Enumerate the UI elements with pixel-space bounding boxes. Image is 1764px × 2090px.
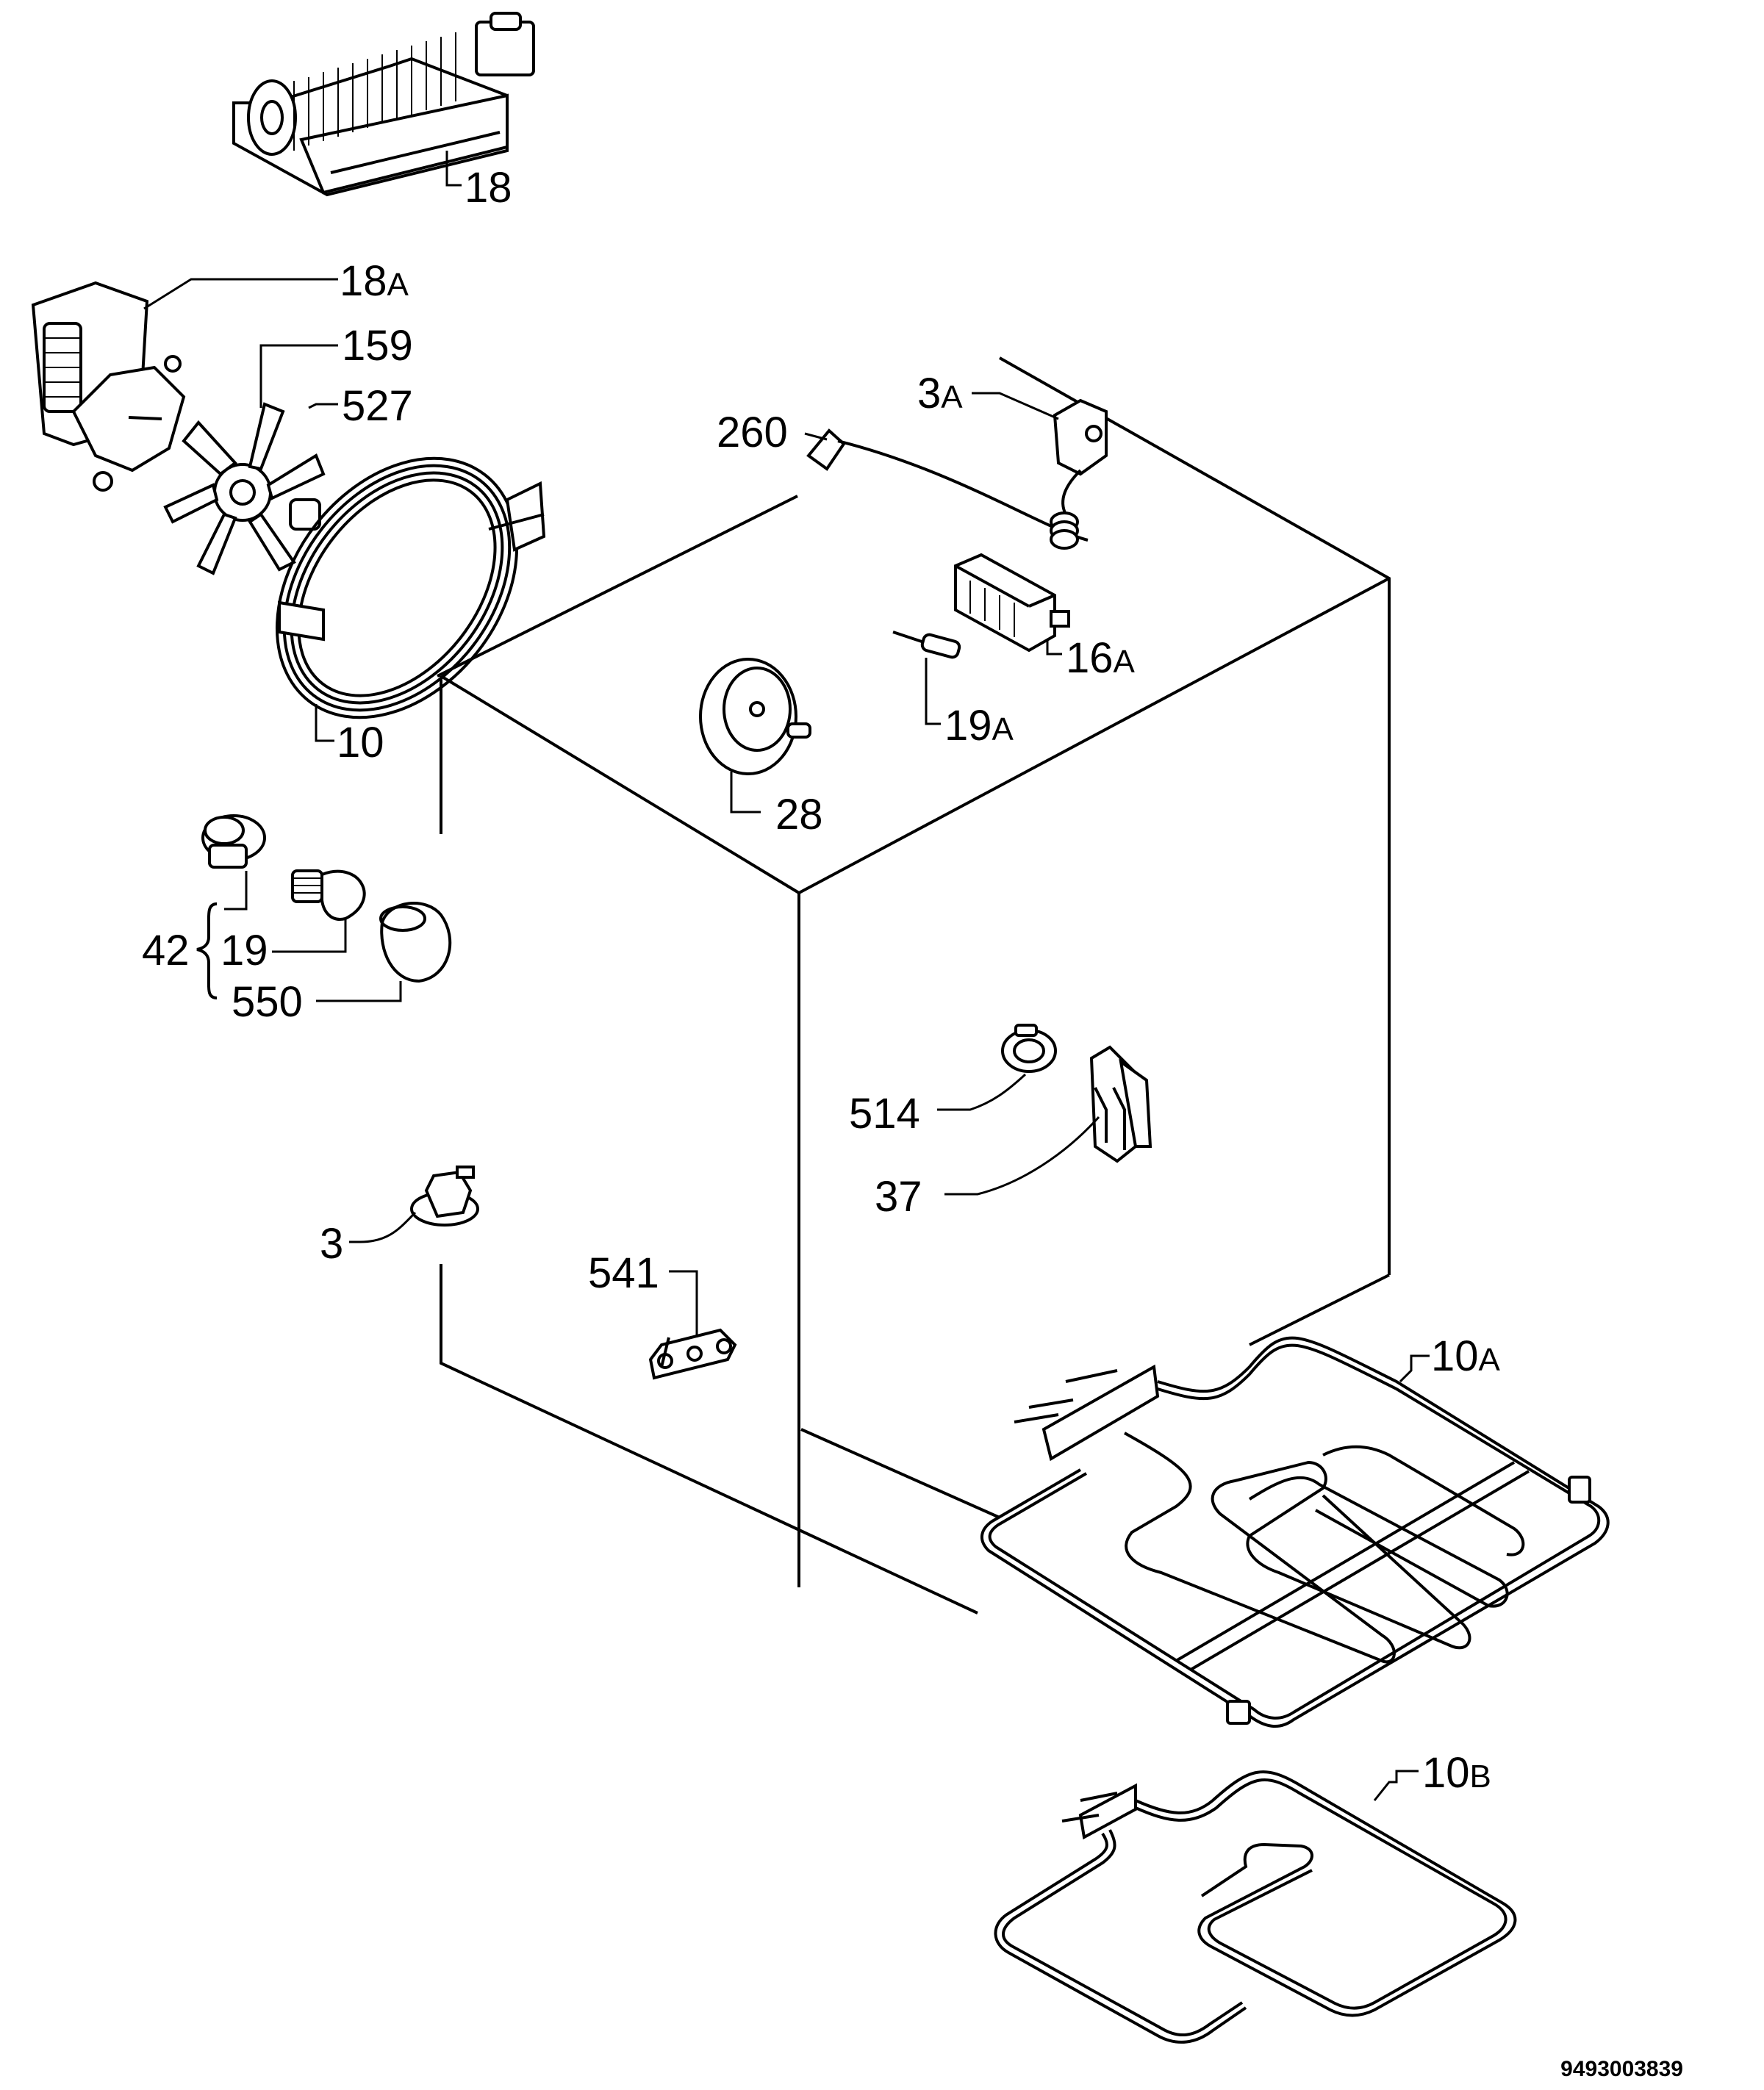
fan-blade-part <box>163 402 326 575</box>
tangential-fan-part <box>232 12 535 197</box>
temperature-probe-part <box>806 428 1089 542</box>
callout-10b: 10B <box>1422 1749 1491 1797</box>
callout-28: 28 <box>775 791 823 838</box>
lamp-socket-part <box>1001 1024 1057 1073</box>
bottom-heater-part <box>994 1770 1517 2044</box>
fan-motor-part <box>31 281 186 492</box>
callout-18a: 18A <box>340 257 409 305</box>
callout-10: 10 <box>337 719 384 766</box>
callout-19a: 19A <box>944 702 1014 750</box>
diagram-reference-number: 9493003839 <box>1560 2057 1683 2081</box>
terminal-block-part <box>648 1328 737 1380</box>
callout-37: 37 <box>875 1173 922 1221</box>
callout-19: 19 <box>220 927 268 974</box>
lamp-cover-part <box>379 902 452 983</box>
door-switch-part <box>1089 1045 1152 1163</box>
safety-thermostat-part <box>410 1166 479 1227</box>
callout-159: 159 <box>342 322 413 370</box>
callout-550: 550 <box>232 978 303 1026</box>
callout-16a: 16A <box>1066 634 1136 682</box>
selector-switch-part <box>954 553 1070 653</box>
grouping-brace <box>196 902 218 999</box>
thermostat-part <box>1050 398 1108 550</box>
signal-lamp-part <box>892 631 961 659</box>
oven-cavity-box <box>437 356 1391 1615</box>
timer-part <box>699 658 811 775</box>
grill-heater-part <box>980 1336 1610 1728</box>
callout-3a: 3A <box>917 370 963 417</box>
callout-260: 260 <box>717 409 788 456</box>
circular-heater-part <box>275 456 546 719</box>
callout-10a: 10A <box>1431 1332 1501 1380</box>
callout-527: 527 <box>342 382 413 430</box>
callout-514: 514 <box>849 1090 920 1138</box>
oven-lamp-bulb-part <box>291 869 366 921</box>
callout-18: 18 <box>465 164 512 212</box>
callout-541: 541 <box>588 1249 659 1297</box>
callout-42: 42 <box>142 927 190 974</box>
callout-3: 3 <box>320 1220 343 1268</box>
lamp-holder-part <box>201 814 266 869</box>
